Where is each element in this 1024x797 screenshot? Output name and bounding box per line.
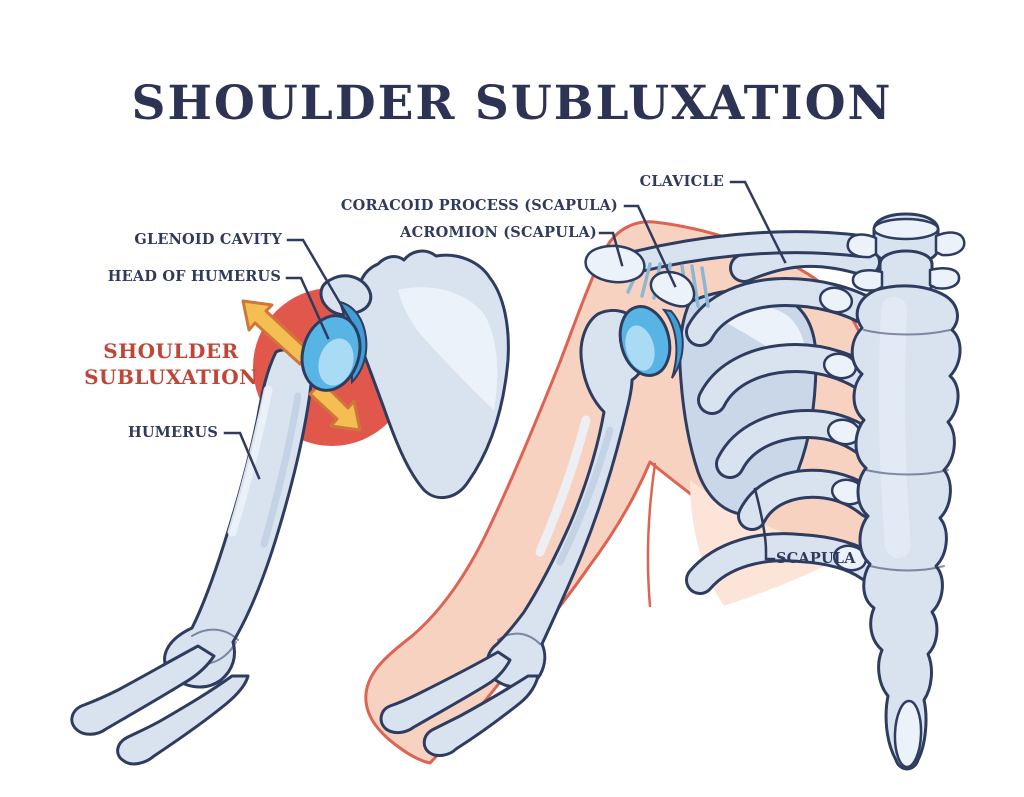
figure-right-shoulder-anatomy <box>364 212 966 771</box>
head-highlight-right <box>625 325 655 371</box>
forearm-bone-left-ulna <box>116 674 250 766</box>
humerus-shadow-right <box>556 426 614 566</box>
label-coracoid-process: CORACOID PROCESS (SCAPULA) <box>340 197 618 214</box>
label-acromion: ACROMION (SCAPULA) <box>400 224 597 241</box>
scapula-left-highlight <box>398 287 498 410</box>
head-of-humerus-leader <box>285 276 330 340</box>
label-head-of-humerus: HEAD OF HUMERUS <box>107 268 281 285</box>
acromion-leader <box>598 231 624 267</box>
glenoid-cavity-leader <box>286 238 352 322</box>
label-clavicle: CLAVICLE <box>639 173 724 190</box>
vertebra-second-wing-right <box>928 267 961 290</box>
forearm-bone-right-ulna <box>422 674 540 758</box>
humerus-leader <box>223 431 261 480</box>
armpit-crease-line <box>646 462 657 608</box>
figure-left-subluxation-closeup <box>70 249 510 766</box>
diagram-title: SHOULDER SUBLUXATION <box>131 76 893 131</box>
coracoid-process <box>649 270 696 308</box>
coracoid-process-leader <box>623 204 677 288</box>
head-highlight-left <box>318 338 354 386</box>
rib-cage <box>685 237 885 595</box>
scapula-leader <box>753 487 776 561</box>
vertebra-second-wing-left <box>851 269 884 292</box>
rib-cartilage-tip <box>818 286 854 314</box>
label-shoulder-subluxation: SHOULDER SUBLUXATION <box>78 338 264 390</box>
condition-line-2: SUBLUXATION <box>84 365 258 389</box>
vertebra-top-wing-left <box>846 233 878 259</box>
label-glenoid-cavity: GLENOID CAVITY <box>134 231 282 248</box>
humerus-highlight-right <box>535 415 591 557</box>
spine-highlight <box>878 297 911 558</box>
vertebra-top-wing-right <box>934 231 966 257</box>
forearm-bone-left-radius <box>70 644 216 736</box>
clavicle-leader <box>729 180 787 264</box>
forearm-bone-right-radius <box>379 650 512 735</box>
condition-line-1: SHOULDER <box>103 339 239 363</box>
vertebral-column <box>846 212 966 771</box>
acromion-process <box>584 244 646 284</box>
label-scapula: SCAPULA <box>776 550 856 567</box>
leader-lines <box>223 180 787 561</box>
humerus-shadow-left <box>260 392 302 548</box>
vertebra-top-rim <box>872 217 940 241</box>
glenoid-rim-right <box>661 308 684 379</box>
yellow-arrow-up-left <box>241 299 312 366</box>
spine-tail-tip <box>893 699 923 769</box>
rib-cartilage-tip <box>822 352 858 380</box>
label-humerus: HUMERUS <box>127 424 218 441</box>
